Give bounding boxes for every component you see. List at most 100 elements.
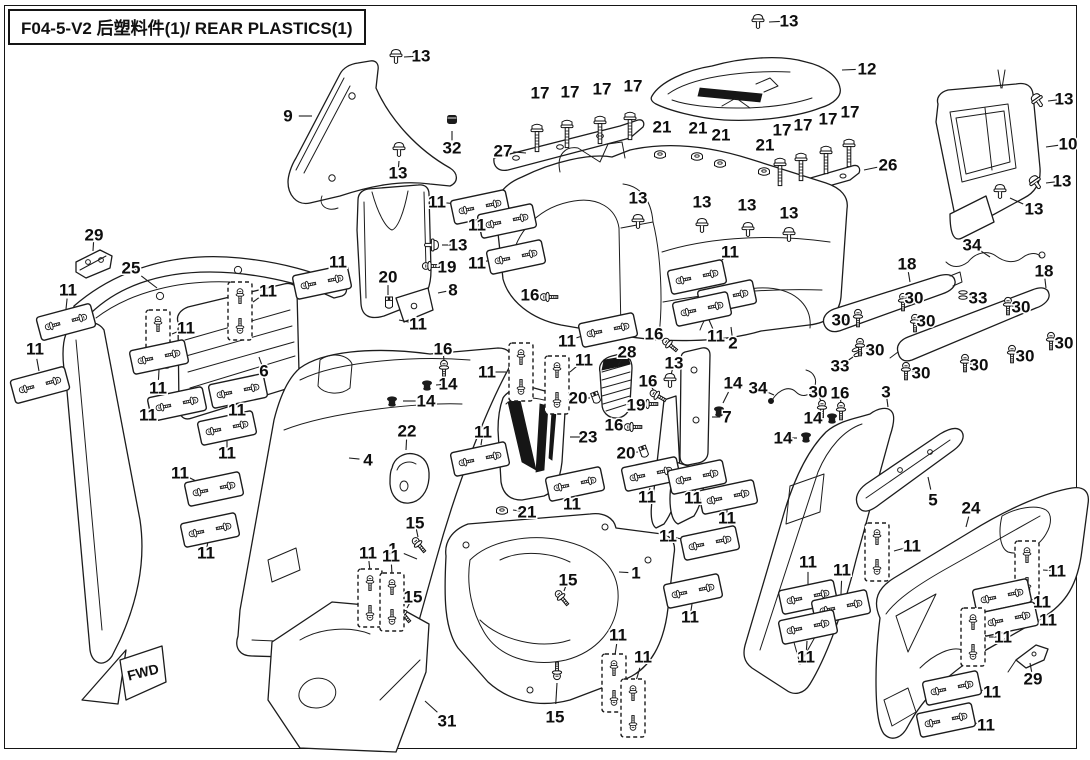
- hardware-kit-box: [544, 355, 570, 415]
- kit-box-outline: [620, 678, 646, 738]
- clip-icon: [590, 390, 602, 405]
- leader-line: [722, 391, 729, 404]
- hardware-kit-box: [207, 373, 269, 409]
- hardware-kit-box: [960, 607, 986, 667]
- leader-line: [730, 326, 733, 336]
- leader-line: [690, 603, 693, 612]
- callout-label: 17: [773, 121, 792, 140]
- callout-label: 28: [618, 343, 637, 362]
- callout-label: 30: [1012, 298, 1031, 317]
- callout-label: 11: [721, 243, 739, 262]
- hardware-kit-box: [921, 670, 983, 706]
- callout-label: 21: [518, 503, 537, 522]
- hardware-kit-box: [379, 572, 405, 632]
- callout-label: 30: [970, 356, 989, 375]
- callout-label: 11: [903, 537, 921, 556]
- callout-label: 31: [438, 712, 457, 731]
- push-rivet-icon: [663, 373, 677, 388]
- bolt-icon: [593, 115, 607, 145]
- part-31-mud-sheet: [267, 601, 430, 753]
- callout-label: 11: [1039, 611, 1057, 630]
- callout-label: 21: [756, 136, 775, 155]
- leader-line: [258, 356, 263, 365]
- callout-label: 17: [794, 116, 813, 135]
- callout-label: 17: [561, 83, 580, 102]
- hardware-kit-box: [449, 441, 511, 477]
- leader-line: [969, 296, 975, 299]
- leader-line: [403, 552, 418, 560]
- leader-line: [647, 487, 651, 494]
- callout-label: 17: [624, 77, 643, 96]
- hardware-kit-box: [915, 702, 977, 738]
- leader-line: [863, 166, 878, 171]
- callout-label: 18: [898, 255, 917, 274]
- callout-label: 34: [749, 379, 768, 398]
- callout-label: 16: [605, 416, 624, 435]
- callout-label: 14: [439, 375, 458, 394]
- callout-label: 29: [1024, 670, 1043, 689]
- kit-box-outline: [357, 568, 383, 628]
- callout-label: 11: [26, 340, 44, 359]
- leader-line: [1045, 144, 1059, 148]
- leader-line: [841, 68, 856, 71]
- part-28-step-pad: [598, 353, 633, 419]
- kit-box-outline: [544, 355, 570, 415]
- kit-box-outline: [921, 670, 983, 706]
- callout-label: 13: [780, 204, 799, 223]
- leader-line: [157, 369, 160, 380]
- leader-line: [840, 580, 843, 595]
- leader-line: [348, 457, 360, 460]
- callout-label: 20: [569, 389, 588, 408]
- callout-label: 14: [724, 374, 743, 393]
- callout-label: 34: [963, 236, 982, 255]
- callout-label: 24: [962, 499, 981, 518]
- callout-label: 11: [478, 363, 496, 382]
- leader-line: [563, 584, 567, 592]
- leader-line: [1045, 181, 1055, 184]
- leader-line: [708, 319, 714, 330]
- kit-box-outline: [485, 239, 547, 275]
- leader-line: [1044, 278, 1047, 289]
- leader-line: [893, 547, 905, 552]
- leader-line: [406, 601, 411, 609]
- push-rivet-icon: [392, 142, 406, 157]
- bolt-icon: [560, 119, 574, 149]
- callout-label: 11: [575, 351, 593, 370]
- hardware-kit-box: [666, 259, 728, 295]
- part-22-access-cover: [389, 452, 430, 504]
- screw-icon: [959, 353, 971, 373]
- push-rivet-icon: [631, 214, 645, 229]
- hardware-kit-box: [476, 203, 538, 239]
- callout-label: 21: [712, 126, 731, 145]
- kit-box-outline: [476, 203, 538, 239]
- nut-icon: [714, 159, 726, 168]
- callout-label: 2: [728, 334, 737, 353]
- callout-label: 13: [693, 193, 712, 212]
- callout-label: 11: [799, 553, 817, 572]
- leader-line: [614, 643, 618, 656]
- callout-label: 11: [409, 315, 427, 334]
- callout-label: 1: [388, 540, 397, 559]
- diagram-border: [4, 5, 1077, 749]
- leader-line: [631, 451, 639, 454]
- part-9-side-cover: [287, 60, 458, 210]
- kit-box-outline: [662, 573, 724, 609]
- callout-label: 5: [928, 491, 937, 510]
- callout-label: 19: [627, 396, 646, 415]
- push-rivet-icon: [782, 227, 796, 242]
- kit-box-outline: [601, 653, 627, 713]
- bolt-icon: [794, 152, 808, 182]
- kit-box-outline: [179, 512, 241, 548]
- part-29-brackets: [75, 249, 1049, 673]
- kit-box-outline: [544, 466, 606, 502]
- kit-box-outline: [671, 291, 733, 327]
- callout-label: 13: [665, 354, 684, 373]
- callout-label: 11: [259, 282, 277, 301]
- hardware-kit-box: [777, 609, 839, 645]
- callout-label: 22: [398, 422, 417, 441]
- callout-label: 30: [866, 341, 885, 360]
- callout-label: 15: [559, 571, 578, 590]
- leader-line: [1047, 99, 1057, 102]
- callout-label: 11: [977, 716, 995, 735]
